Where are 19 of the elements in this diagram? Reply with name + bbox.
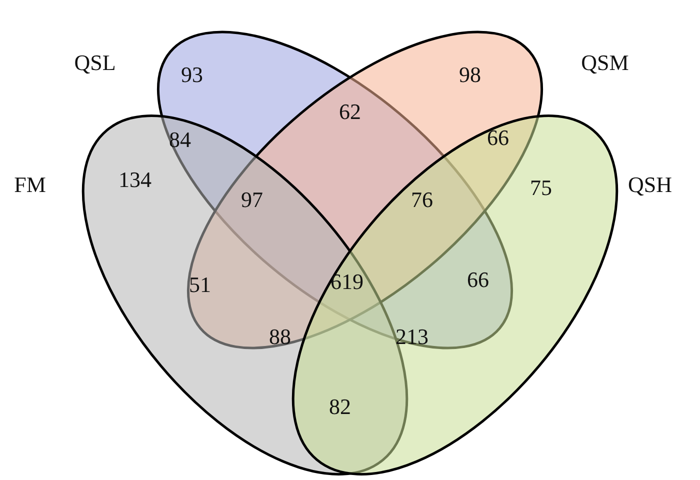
count-label: 82 [329, 396, 351, 418]
set-label: FM [14, 172, 46, 197]
count-label: 619 [330, 271, 364, 293]
set-label: QSL [74, 50, 116, 75]
count-label: 76 [411, 189, 433, 211]
count-label: 88 [269, 326, 291, 348]
count-label: 66 [487, 127, 509, 149]
count-label: 97 [241, 189, 263, 211]
count-label: 93 [181, 64, 203, 86]
count-label: 98 [459, 64, 481, 86]
set-label: QSH [628, 172, 672, 197]
count-label: 66 [467, 269, 489, 291]
count-label: 213 [396, 326, 428, 348]
count-label: 62 [339, 101, 361, 123]
count-label: 51 [189, 274, 211, 296]
count-label: 84 [169, 129, 191, 151]
count-label: 75 [530, 177, 552, 199]
set-label: QSM [581, 50, 629, 75]
count-label: 134 [118, 169, 152, 191]
